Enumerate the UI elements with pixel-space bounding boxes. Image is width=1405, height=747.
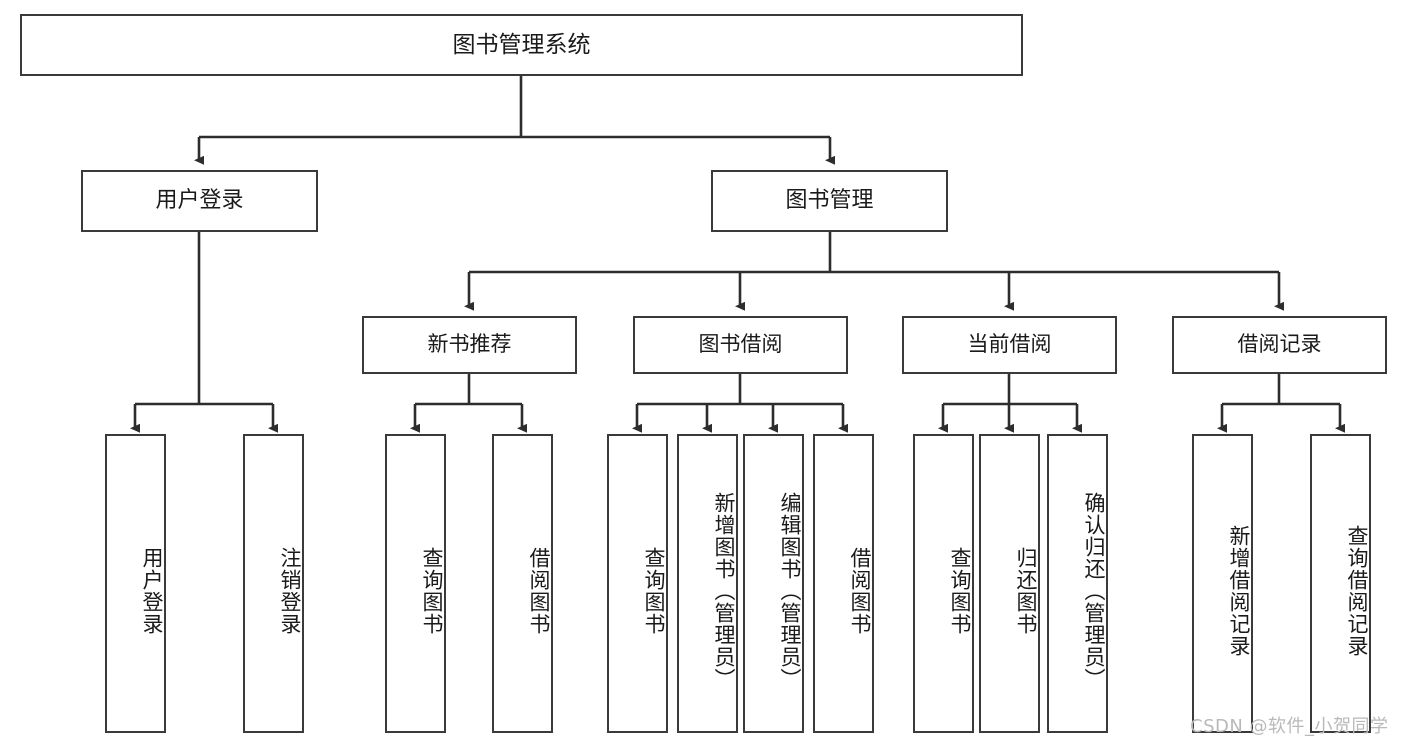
leaf-user-login[interactable]: 用户登录 bbox=[105, 434, 166, 733]
node-label: 新增图书（管理员） bbox=[712, 491, 736, 690]
node-label: 注销登录 bbox=[278, 546, 302, 635]
node-current-borrow[interactable]: 当前借阅 bbox=[902, 316, 1117, 374]
node-label: 查询图书 bbox=[420, 546, 444, 635]
leaf-query-book-current[interactable]: 查询图书 bbox=[913, 434, 974, 733]
node-label: 查询借阅记录 bbox=[1345, 524, 1369, 657]
node-label: 归还图书 bbox=[1014, 546, 1038, 635]
node-label: 编辑图书（管理员） bbox=[778, 491, 802, 690]
leaf-add-book[interactable]: 新增图书（管理员） bbox=[677, 434, 738, 733]
leaf-user-logout[interactable]: 注销登录 bbox=[243, 434, 304, 733]
node-book-borrow[interactable]: 图书借阅 bbox=[633, 316, 848, 374]
leaf-confirm-return[interactable]: 确认归还（管理员） bbox=[1047, 434, 1108, 733]
node-label: 新书推荐 bbox=[427, 332, 512, 357]
node-label: 图书管理 bbox=[785, 187, 874, 213]
node-label: 当前借阅 bbox=[967, 332, 1052, 357]
node-label: 图书借阅 bbox=[698, 332, 783, 357]
node-label: 用户登录 bbox=[140, 546, 164, 635]
node-label: 查询图书 bbox=[948, 546, 972, 635]
leaf-edit-book[interactable]: 编辑图书（管理员） bbox=[743, 434, 804, 733]
csdn-watermark: CSDN @软件_小贺同学 bbox=[1190, 716, 1389, 737]
node-borrow-record[interactable]: 借阅记录 bbox=[1172, 316, 1387, 374]
node-new-book-recommend[interactable]: 新书推荐 bbox=[362, 316, 577, 374]
leaf-borrow-book-recommend[interactable]: 借阅图书 bbox=[492, 434, 553, 733]
node-root-system[interactable]: 图书管理系统 bbox=[20, 14, 1023, 76]
node-label: 确认归还（管理员） bbox=[1082, 491, 1106, 690]
node-book-management[interactable]: 图书管理 bbox=[711, 170, 948, 232]
node-label: 新增借阅记录 bbox=[1227, 524, 1251, 657]
leaf-query-book-borrow[interactable]: 查询图书 bbox=[607, 434, 668, 733]
node-label: 用户登录 bbox=[155, 187, 244, 213]
node-label: 借阅图书 bbox=[527, 546, 551, 635]
node-label: 查询图书 bbox=[642, 546, 666, 635]
node-label: 借阅记录 bbox=[1237, 332, 1322, 357]
node-label: 图书管理系统 bbox=[452, 31, 591, 58]
leaf-query-book-recommend[interactable]: 查询图书 bbox=[385, 434, 446, 733]
leaf-add-borrow-record[interactable]: 新增借阅记录 bbox=[1192, 434, 1253, 733]
node-label: 借阅图书 bbox=[848, 546, 872, 635]
leaf-borrow-book[interactable]: 借阅图书 bbox=[813, 434, 874, 733]
node-user-login[interactable]: 用户登录 bbox=[81, 170, 318, 232]
leaf-query-borrow-record[interactable]: 查询借阅记录 bbox=[1310, 434, 1371, 733]
leaf-return-book[interactable]: 归还图书 bbox=[979, 434, 1040, 733]
